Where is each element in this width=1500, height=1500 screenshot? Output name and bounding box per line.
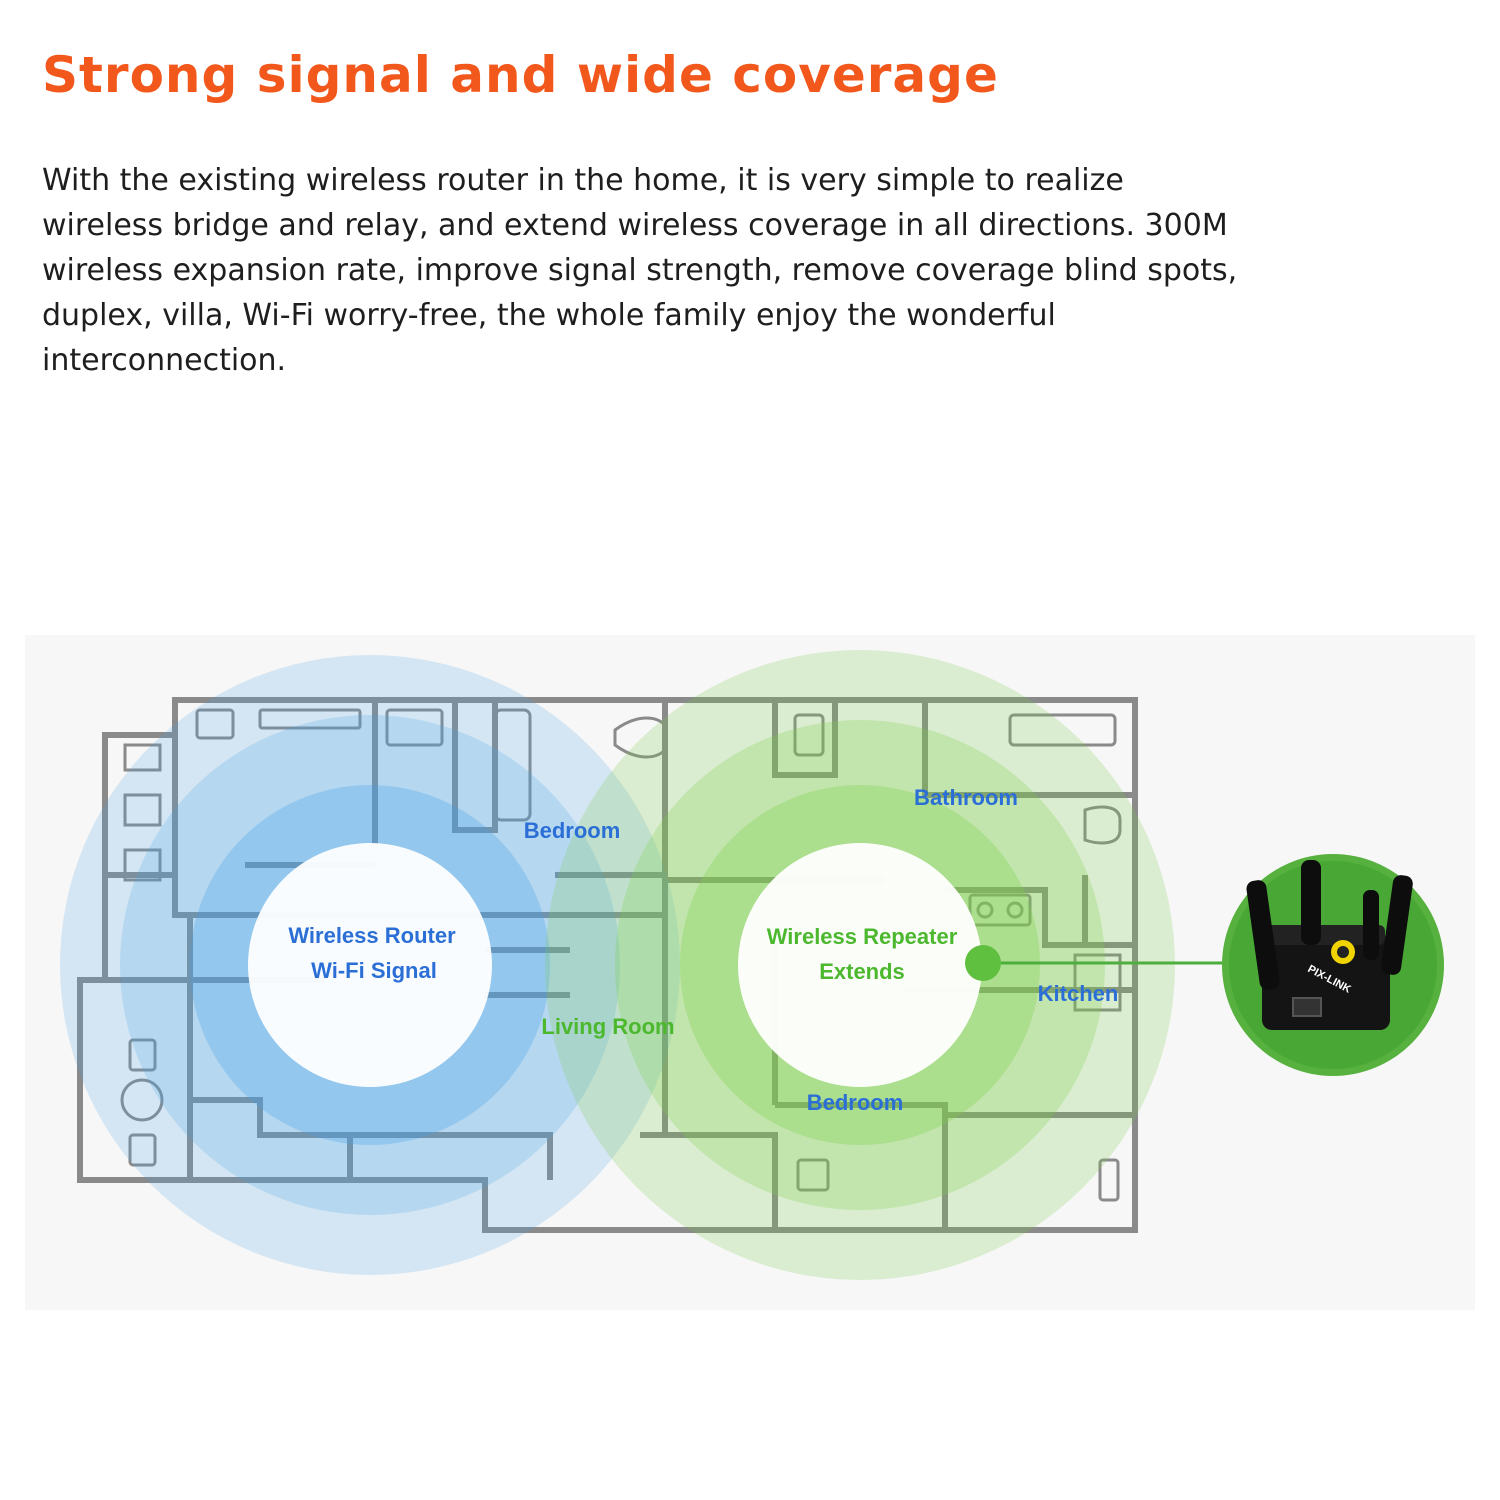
room-label-bedroom-right: Bedroom xyxy=(806,1090,904,1115)
room-label-living-room: Living Room xyxy=(541,1014,675,1039)
router-signal-rings xyxy=(60,655,680,1275)
room-label-bathroom: Bathroom xyxy=(914,785,1018,810)
repeater-label-line1: Wireless Repeater xyxy=(766,924,958,949)
repeater-signal-rings xyxy=(545,650,1175,1280)
floor-plan-illustration: PIX-LINK xyxy=(60,650,1444,1280)
page-title: Strong signal and wide coverage xyxy=(42,46,999,104)
router-label-line2: Wi-Fi Signal xyxy=(311,958,437,983)
repeater-label-line2: Extends xyxy=(819,959,905,984)
room-label-kitchen: Kitchen xyxy=(1037,981,1119,1006)
coverage-diagram: PIX-LINK Wireless Router Wi-Fi Signal Wi… xyxy=(25,635,1475,1310)
room-label-bedroom-left: Bedroom xyxy=(523,818,621,843)
description-text: With the existing wireless router in the… xyxy=(42,163,1238,378)
fixtures xyxy=(120,708,1122,1202)
router-label-line1: Wireless Router xyxy=(288,923,456,948)
repeater-device-badge: PIX-LINK xyxy=(1222,854,1444,1076)
repeater-location-dot xyxy=(965,945,1001,981)
